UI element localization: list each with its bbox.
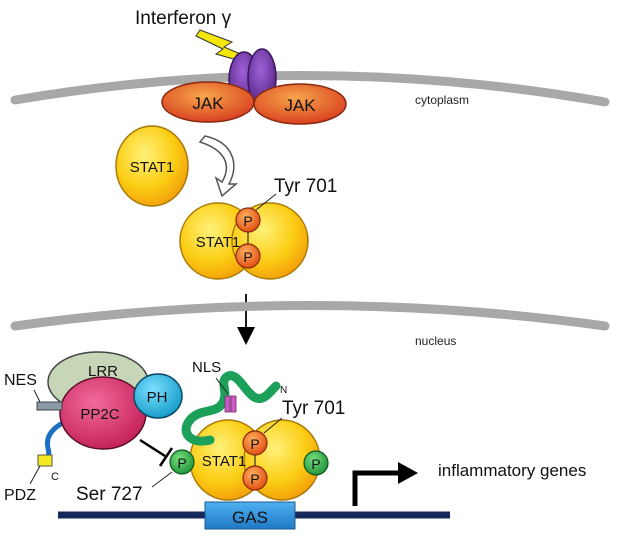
transcription-arrowhead (398, 462, 418, 484)
interferon-gamma-label: Interferon γ (135, 8, 232, 29)
n-term-label: N (280, 385, 287, 396)
lrr-label: LRR (88, 363, 118, 380)
p-bottom-lower-label: P (250, 471, 259, 487)
nls-motif-b (230, 395, 237, 413)
stat1-dimer-bottom-label: STAT1 (202, 453, 246, 470)
jak-left-label: JAK (192, 94, 224, 113)
nls-motif-a (224, 395, 231, 413)
stat1-monomer (115, 125, 189, 207)
activation-curved-arrow (198, 135, 239, 198)
cytoplasmic-membrane (10, 71, 610, 107)
nucleus-label: nucleus (415, 334, 456, 348)
pp2c-label: PP2C (80, 406, 119, 423)
phospho-right (303, 450, 329, 476)
p-bottom-upper-label: P (250, 436, 259, 452)
phospho-ser727 (169, 449, 195, 475)
jak-right (253, 83, 347, 125)
nls-label: NLS (192, 359, 221, 376)
nuclear-membrane (10, 301, 610, 331)
p-ser-label: P (177, 455, 186, 471)
inhibition-bar (158, 447, 174, 467)
stat1-dimer-top-label: STAT1 (196, 234, 240, 251)
transcription-arrow (352, 470, 400, 506)
ser727-pointer (151, 471, 173, 488)
nls-pointer (215, 377, 229, 395)
p-right-label: P (311, 456, 320, 472)
pdz-label: PDZ (4, 487, 36, 504)
tyr701-bottom-pointer (263, 417, 283, 434)
gas-element (204, 501, 296, 530)
inflammatory-genes-label: inflammatory genes (438, 461, 586, 480)
nes-pointer (33, 389, 41, 403)
nes-motif (36, 401, 63, 411)
jak-right-label: JAK (284, 96, 316, 115)
pdz-pointer (29, 465, 41, 485)
tyr701-bottom-label: Tyr 701 (282, 398, 345, 419)
cytoplasm-label: cytoplasm (415, 93, 469, 107)
tyr701-top-label: Tyr 701 (274, 176, 337, 197)
nls-linker (181, 371, 281, 446)
stat1-monomer-label: STAT1 (130, 159, 174, 176)
tyr701-top-pointer (255, 193, 277, 211)
c-term-label: C (51, 471, 59, 483)
nes-label: NES (4, 372, 37, 389)
p-top-upper-label: P (243, 213, 252, 229)
p-top-lower-label: P (243, 249, 252, 265)
c-terminal-box (37, 454, 53, 467)
gas-label: GAS (232, 508, 268, 527)
ph-label: PH (147, 389, 168, 406)
inhibition-line (139, 438, 166, 458)
ph-domain (133, 373, 183, 419)
ser727-label: Ser 727 (76, 484, 143, 505)
